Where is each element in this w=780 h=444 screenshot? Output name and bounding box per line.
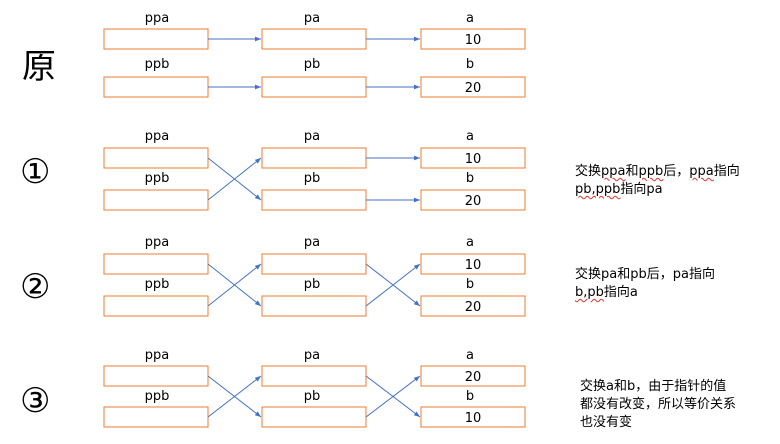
note-text: 指向 [713, 164, 740, 179]
a-value: 10 [465, 152, 482, 167]
note-text: ppa [601, 164, 626, 179]
note-text: b,pb [575, 285, 604, 300]
pa-label: pa [304, 235, 320, 250]
arrow-pb-to-a [365, 375, 421, 418]
note-step-2-line-2: b,pb指向a [575, 284, 715, 302]
arrow-pb-to-a [365, 263, 421, 307]
b-box [420, 406, 526, 428]
pa-label: pa [304, 11, 320, 26]
pb-label: pb [304, 277, 321, 292]
note-step-3: 交换a和b，由于指针的值 都没有改变，所以等价关系 也没有变 [580, 378, 736, 432]
note-step-2: 交换pa和pb后，pa指向 b,pb指向a [575, 266, 715, 302]
section-step-2: ② ppa pa a 10 ppb pb b 20 [20, 235, 526, 317]
ppb-label: ppb [145, 389, 170, 404]
note-step-1-line-1: 交换ppa和ppb后，ppa指向 [575, 163, 740, 181]
pa-label: pa [304, 129, 320, 144]
note-text: ppa [689, 164, 714, 179]
note-step-3-line-2: 都没有改变，所以等价关系 [580, 397, 737, 412]
ppb-box [103, 406, 209, 428]
b-label: b [466, 57, 474, 72]
a-label: a [466, 11, 474, 26]
ppa-label: ppa [145, 235, 169, 250]
note-text: 后， [663, 164, 690, 179]
section-label-original: 原 [22, 47, 56, 87]
a-value: 20 [465, 370, 482, 385]
b-label: b [466, 171, 474, 186]
arrow-ppb-to-pa [207, 157, 262, 201]
pa-label: pa [304, 348, 320, 363]
section-label-step-3: ③ [20, 381, 50, 421]
pa-box [261, 365, 367, 387]
section-original: 原 ppa pa a 10 ppb pb b 20 [22, 11, 526, 98]
a-box [420, 147, 526, 169]
section-label-step-2: ② [20, 267, 50, 307]
b-label: b [466, 389, 474, 404]
pb-label: pb [304, 171, 321, 186]
section-step-3: ③ ppa pa a 20 ppb pb b 10 [20, 348, 526, 428]
b-value: 20 [465, 81, 482, 96]
pb-box [261, 189, 367, 211]
a-label: a [466, 129, 474, 144]
b-label: b [466, 277, 474, 292]
pb-label: pb [304, 57, 321, 72]
note-text: 指向pa [620, 182, 663, 197]
ppa-box [103, 365, 209, 387]
b-box [420, 76, 526, 98]
b-value: 20 [465, 194, 482, 209]
b-value: 10 [465, 411, 482, 426]
pa-box [261, 253, 367, 275]
note-step-1: 交换ppa和ppb后，ppa指向 pb,ppb指向pa [575, 163, 740, 199]
pa-box [261, 28, 367, 50]
note-step-3-line-3: 也没有变 [580, 415, 633, 430]
arrow-ppb-to-pa [207, 263, 262, 307]
note-step-3-line-1: 交换a和b，由于指针的值 [580, 379, 727, 394]
section-step-1: ① ppa pa a 10 ppb pb b 20 [20, 129, 526, 211]
note-text: ppb [638, 164, 664, 179]
ppb-label: ppb [145, 57, 170, 72]
a-label: a [466, 235, 474, 250]
note-text: 和 [625, 164, 639, 179]
pb-box [261, 406, 367, 428]
note-step-2-line-1: 交换pa和pb后，pa指向 [575, 267, 715, 282]
a-value: 10 [465, 33, 482, 48]
b-box [420, 189, 526, 211]
ppa-box [103, 28, 209, 50]
a-value: 10 [465, 258, 482, 273]
note-step-1-line-2: pb,ppb指向pa [575, 181, 740, 199]
ppa-box [103, 253, 209, 275]
b-box [420, 295, 526, 317]
a-box [420, 365, 526, 387]
pb-box [261, 76, 367, 98]
a-box [420, 253, 526, 275]
ppa-label: ppa [145, 348, 169, 363]
arrow-ppb-to-pa [207, 375, 262, 418]
ppb-box [103, 295, 209, 317]
pa-box [261, 147, 367, 169]
ppa-label: ppa [145, 129, 169, 144]
ppb-box [103, 189, 209, 211]
ppb-label: ppb [145, 277, 170, 292]
note-text: 交换 [575, 164, 602, 179]
a-box [420, 28, 526, 50]
ppb-label: ppb [145, 171, 170, 186]
note-text: 指向a [603, 285, 638, 300]
note-text: pb,ppb [575, 182, 621, 197]
ppa-label: ppa [145, 11, 169, 26]
pb-label: pb [304, 389, 321, 404]
section-label-step-1: ① [20, 152, 50, 192]
a-label: a [466, 348, 474, 363]
ppb-box [103, 76, 209, 98]
b-value: 20 [465, 300, 482, 315]
ppa-box [103, 147, 209, 169]
pb-box [261, 295, 367, 317]
